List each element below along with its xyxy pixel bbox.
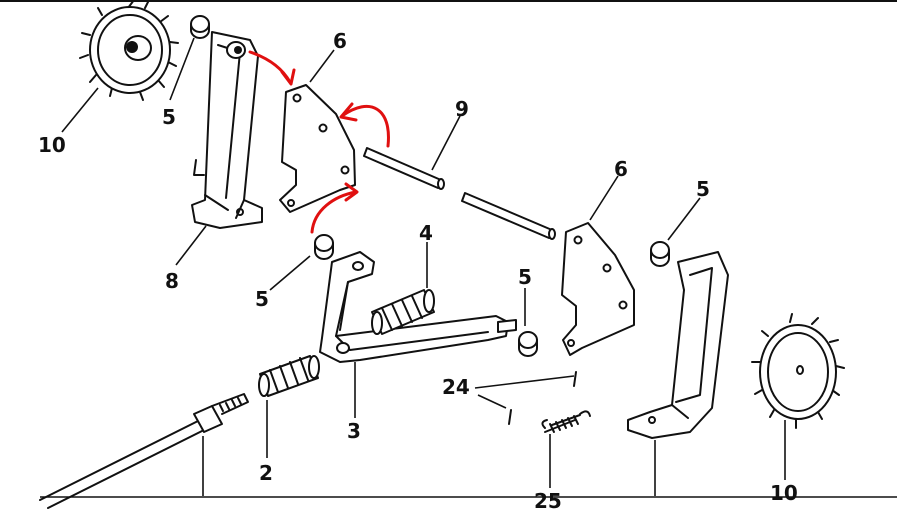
leader-lines <box>61 37 786 496</box>
label-5-top: 5 <box>162 105 176 129</box>
bushing-mid-left <box>314 234 334 260</box>
shaft-upper <box>363 147 445 190</box>
bushing-right <box>650 241 670 267</box>
label-4: 4 <box>419 221 433 245</box>
label-10-right: 10 <box>770 481 798 505</box>
threaded-rod <box>39 393 249 509</box>
sprocket-right <box>751 313 845 429</box>
red-annotation-arrows <box>248 50 390 234</box>
plate-lower <box>561 222 635 356</box>
plate-upper <box>279 84 356 213</box>
label-25: 25 <box>534 489 562 513</box>
label-5-mid-left: 5 <box>255 287 269 311</box>
shaft-lower <box>461 192 556 240</box>
lever-arm <box>319 251 517 363</box>
spring-lower <box>258 355 320 397</box>
label-9: 9 <box>455 97 469 121</box>
label-24: 24 <box>442 375 470 399</box>
label-3: 3 <box>347 419 361 443</box>
label-6-lower: 6 <box>614 157 628 181</box>
label-2: 2 <box>259 461 273 485</box>
label-8: 8 <box>165 269 179 293</box>
label-5-mid-right: 5 <box>518 265 532 289</box>
cotter-pins <box>508 371 577 425</box>
sprocket-left <box>79 0 179 101</box>
spring-upper <box>371 289 435 335</box>
label-10-left: 10 <box>38 133 66 157</box>
bracket-right <box>627 251 729 439</box>
bushing-mid-right <box>518 331 538 357</box>
spring-small <box>541 410 591 433</box>
label-5-right: 5 <box>696 177 710 201</box>
label-6-upper: 6 <box>333 29 347 53</box>
bushing-top <box>190 15 210 39</box>
bracket-left <box>191 31 263 229</box>
